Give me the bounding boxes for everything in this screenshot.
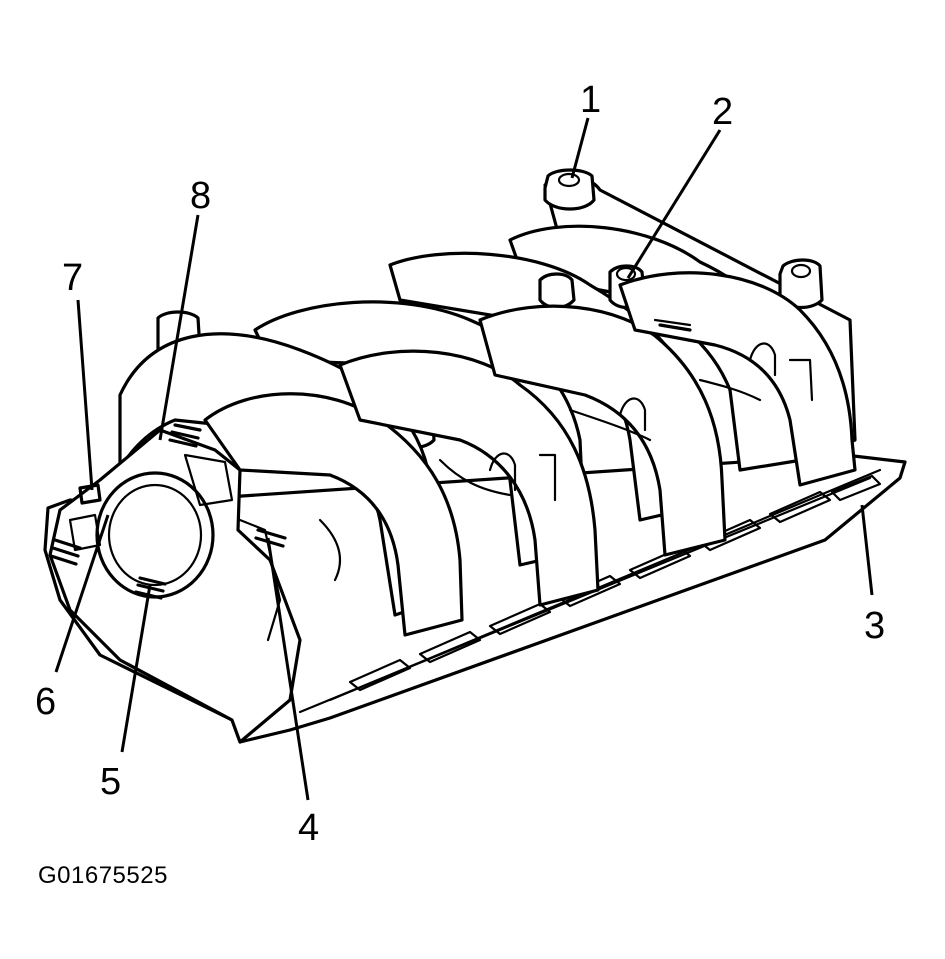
- callout-5: 5: [100, 761, 121, 803]
- callout-4: 4: [298, 807, 319, 849]
- leader-line-2: [626, 129, 722, 279]
- runner-details: [438, 318, 814, 502]
- leader-line-5: [120, 584, 152, 753]
- callout-8: 8: [190, 175, 211, 217]
- leader-line-3: [860, 504, 874, 596]
- leader-line-1: [570, 117, 590, 179]
- leader-line-8: [158, 214, 200, 441]
- gasket-ports: [348, 474, 882, 692]
- callout-1: 1: [580, 79, 601, 121]
- leader-lines: [54, 117, 874, 801]
- leader-line-7: [76, 299, 94, 491]
- figure-id-label: G01675525: [38, 862, 168, 889]
- callout-6: 6: [35, 681, 56, 723]
- leader-line-6: [54, 514, 110, 673]
- callout-7: 7: [62, 257, 83, 299]
- leader-line-4: [266, 537, 310, 801]
- throttle-body-area: [48, 428, 342, 744]
- studs: [49, 323, 692, 600]
- intake-manifold-illustration: [43, 168, 907, 744]
- callout-3: 3: [864, 605, 885, 647]
- front-runners: [118, 271, 857, 637]
- callout-2: 2: [712, 91, 733, 133]
- callout-labels: 1 2 3 4 5 6 7 8: [35, 79, 885, 849]
